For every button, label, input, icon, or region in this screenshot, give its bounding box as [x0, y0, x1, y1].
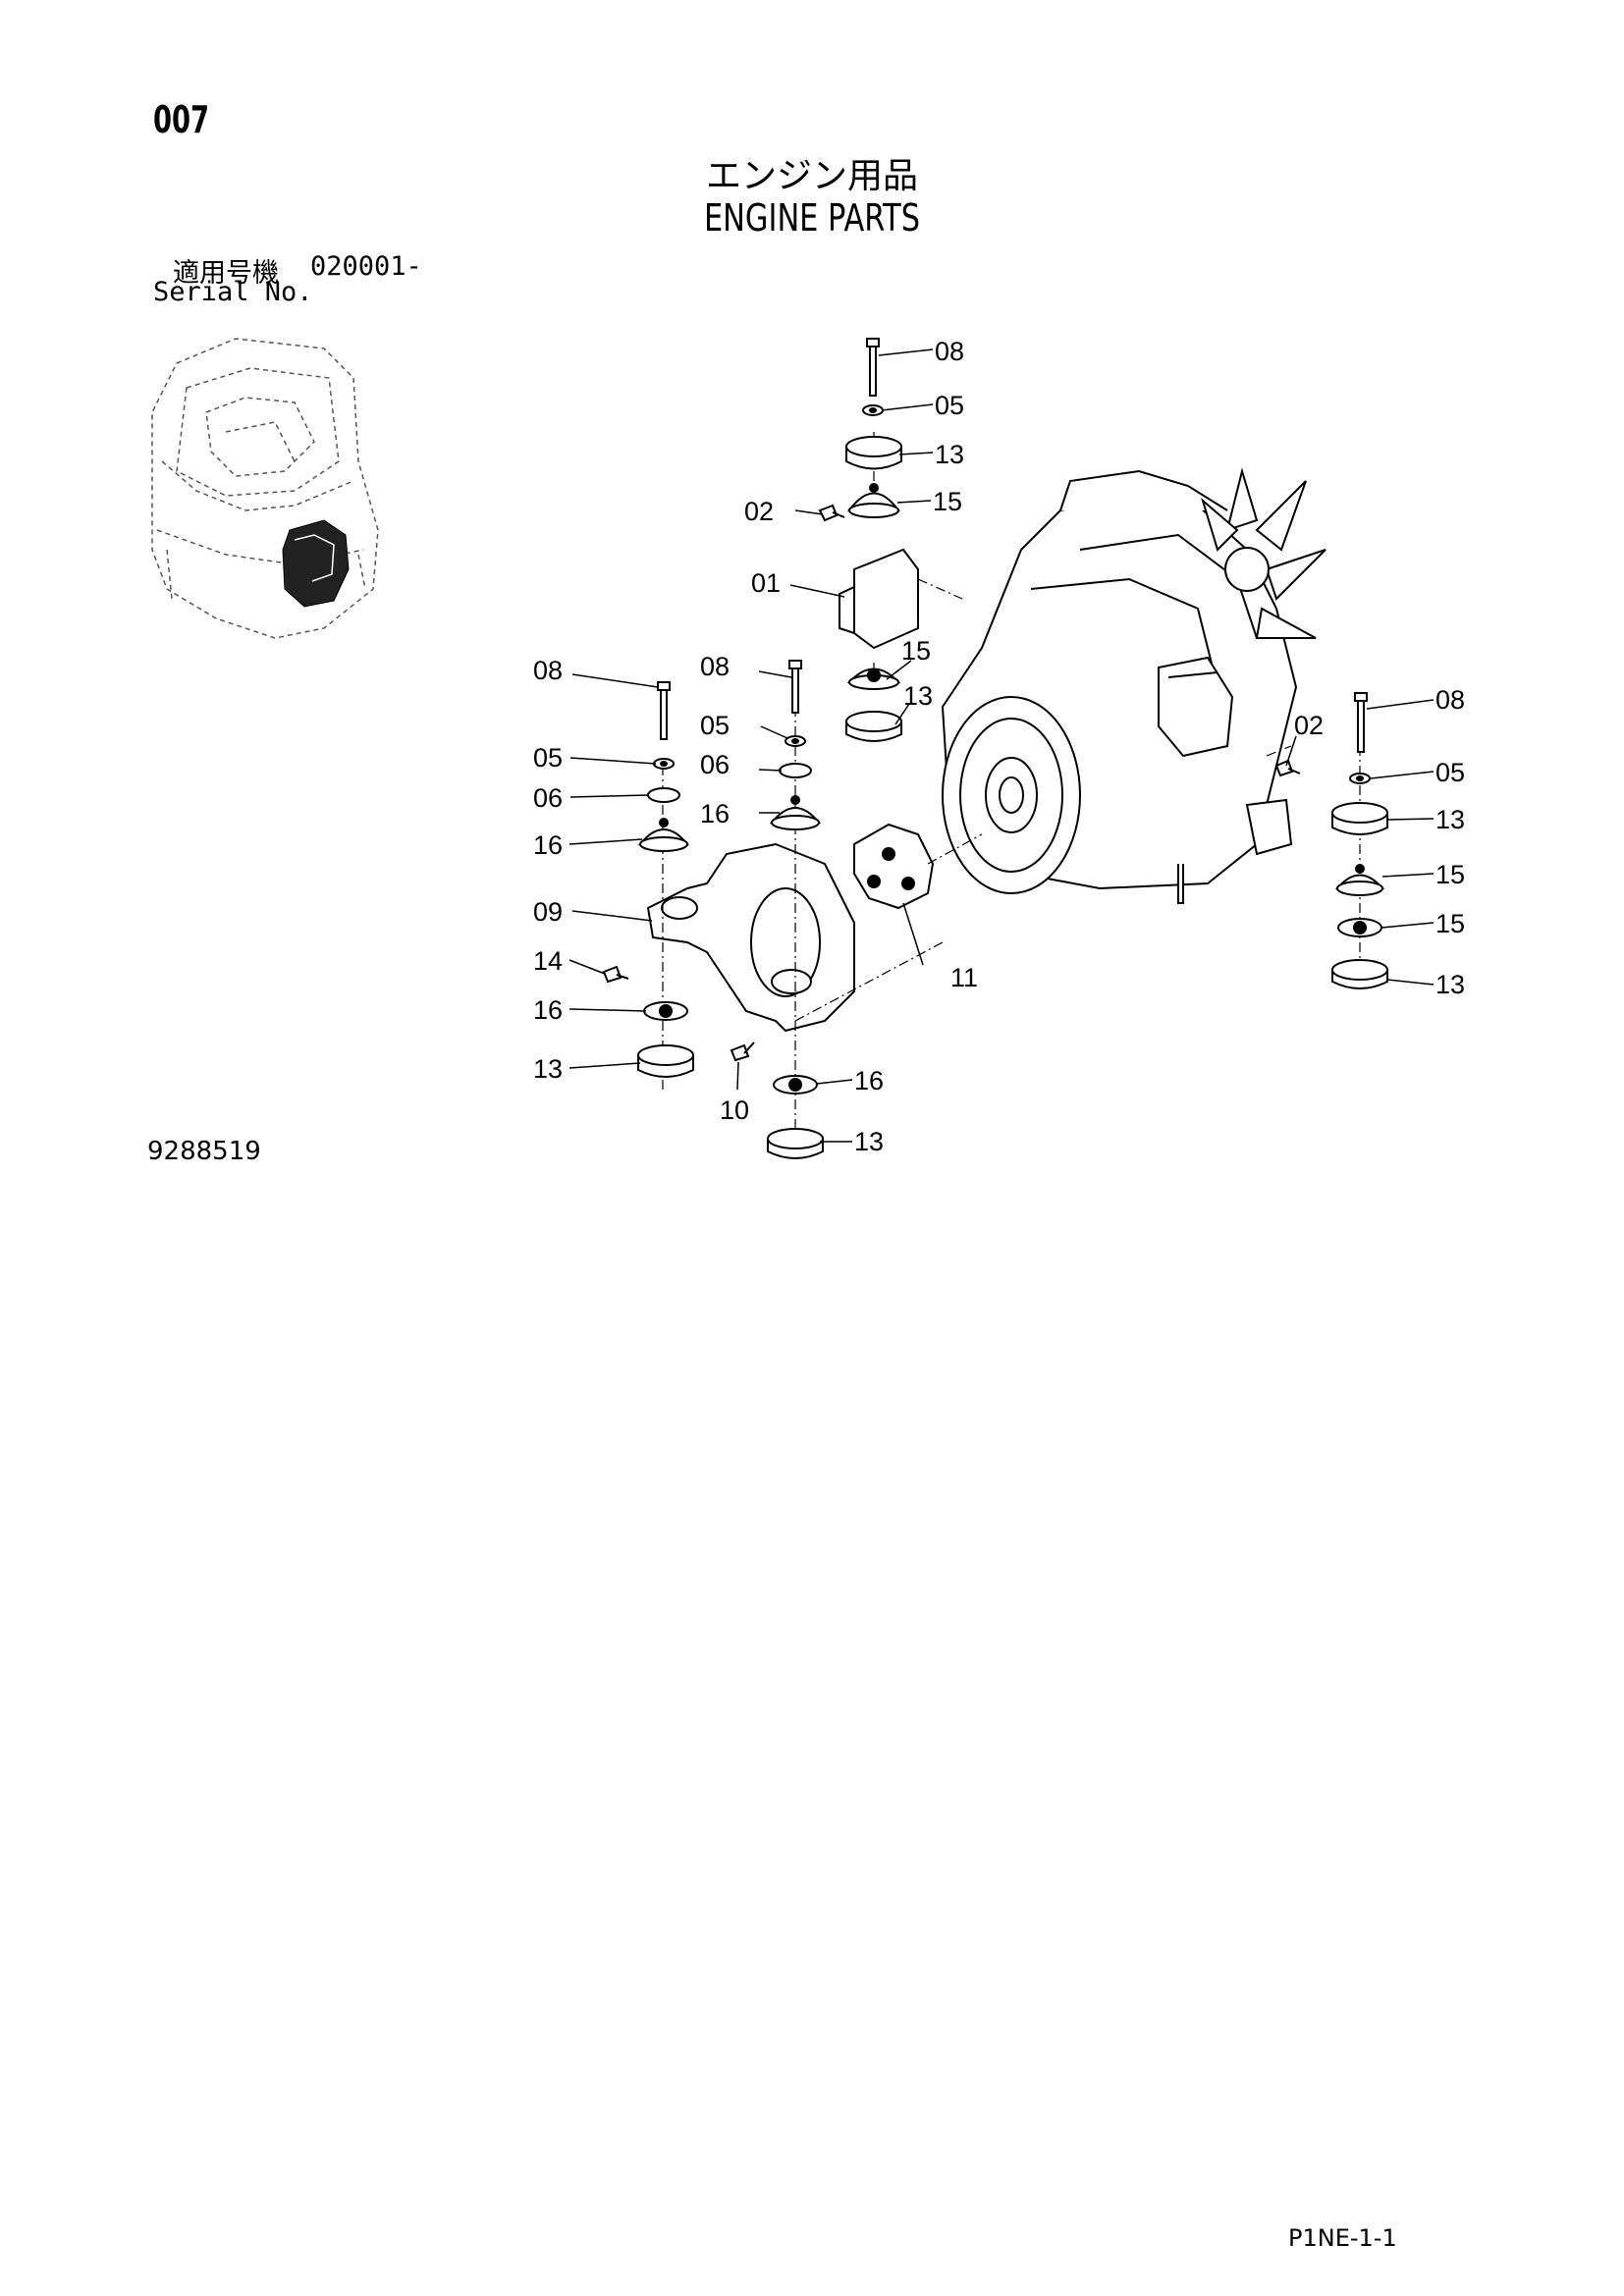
callout-label: 06: [700, 750, 730, 779]
callout-label: 13: [1435, 805, 1465, 834]
callout-label: 14: [533, 946, 563, 976]
page-title-en: ENGINE PARTS: [703, 196, 921, 240]
callout-label: 02: [744, 497, 774, 526]
callout-label: 08: [700, 652, 730, 681]
callout-label: 13: [533, 1054, 563, 1084]
callout-label: 16: [854, 1066, 884, 1095]
callout-label: 16: [533, 995, 563, 1025]
engine-bracket: [839, 548, 919, 650]
machine-location-thumbnail: [151, 338, 379, 639]
serial-value: 020001-: [310, 251, 422, 282]
callout-label: 05: [1435, 758, 1465, 787]
cup-mounts: [637, 436, 1388, 1159]
callout-label: 13: [854, 1127, 884, 1156]
callout-label: 13: [935, 440, 964, 469]
callout-label: 02: [1294, 711, 1324, 740]
callout-label: 15: [933, 487, 962, 516]
housing-plate: [646, 842, 855, 1033]
callout-label: 10: [720, 1095, 749, 1125]
callout-label: 16: [700, 799, 730, 828]
callout-label: 01: [751, 568, 781, 598]
engine-location-highlight: [282, 519, 350, 608]
leader-lines: [568, 348, 1435, 1143]
callout-label: 15: [901, 636, 931, 666]
callout-label: 05: [700, 711, 730, 740]
callout-label: 08: [935, 337, 964, 366]
callout-labels: 08 05 13 15 02 01 15 13 08 05 06 16 08 0…: [533, 337, 1465, 1156]
callout-label: 08: [1435, 685, 1465, 715]
serial-label-jp: 適用号機: [173, 258, 279, 289]
washers: [647, 404, 1371, 803]
callout-label: 06: [533, 783, 563, 813]
bolts: [657, 338, 1368, 753]
serial-label-en: Serial No.: [153, 277, 313, 307]
page-title-jp: エンジン用品: [705, 156, 918, 196]
rubber-mounts: [637, 483, 1385, 1095]
callout-label: 13: [1435, 970, 1465, 999]
callout-label: 09: [533, 897, 563, 927]
callout-label: 08: [533, 656, 563, 685]
coupling: [853, 823, 935, 910]
callout-label: 16: [533, 830, 563, 860]
callout-label: 15: [1435, 860, 1465, 889]
page-number: 007: [153, 98, 210, 141]
callout-label: 13: [903, 681, 933, 711]
small-bolts: [602, 504, 1301, 1062]
callout-label: 05: [935, 391, 964, 420]
drawing-number: 9288519: [147, 1137, 261, 1166]
callout-label: 15: [1435, 909, 1465, 938]
callout-label: 05: [533, 743, 563, 773]
callout-label: 11: [950, 963, 978, 992]
page-code: P1NE-1-1: [1288, 2224, 1397, 2252]
engine-assembly: [941, 467, 1326, 904]
